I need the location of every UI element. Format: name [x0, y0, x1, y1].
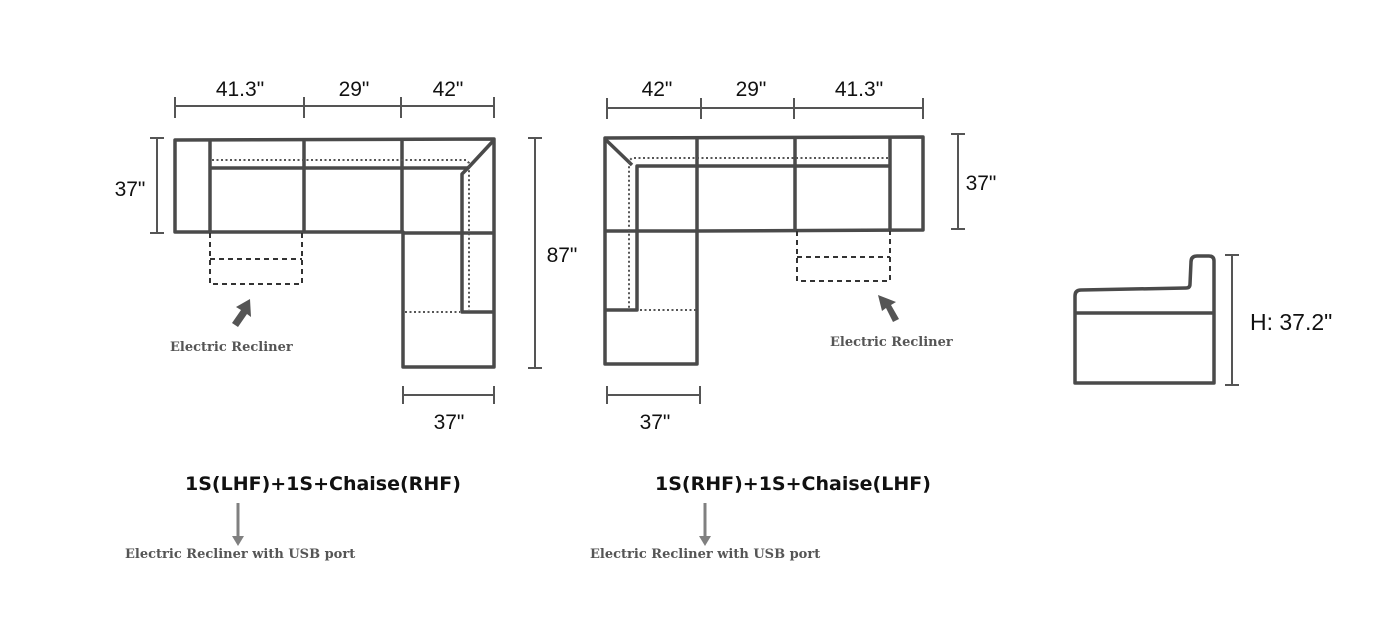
right-sofa-outline: [603, 135, 925, 366]
left-dim-chaise-width: 37": [434, 411, 465, 434]
side-view: H: 37.2": [1073, 254, 1332, 386]
right-recliner-label: Electric Recliner: [830, 335, 953, 350]
left-length-dimension-line: [528, 137, 542, 369]
right-dim-depth: 37": [966, 172, 997, 195]
left-sofa-outline: [173, 137, 496, 369]
right-depth-dimension-line: [951, 133, 965, 230]
right-recliner-extension: [796, 231, 891, 282]
left-dim-chaise: 42": [433, 78, 464, 101]
side-profile-outline: [1073, 254, 1216, 385]
left-chaise-width-line: [402, 386, 495, 404]
right-recliner-arrow-icon: [878, 295, 899, 322]
right-usb-label: Electric Recliner with USB port: [590, 547, 820, 562]
right-dim-chaise-width: 37": [640, 411, 671, 434]
left-depth-dimension-line: [150, 137, 164, 234]
left-dim-length: 87": [547, 244, 578, 267]
left-usb-label: Electric Recliner with USB port: [125, 547, 355, 562]
left-dim-seat2: 29": [339, 78, 370, 101]
left-config-title: 1S(LHF)+1S+Chaise(RHF): [185, 473, 461, 495]
right-dim-seat1: 41.3": [835, 78, 883, 101]
left-recliner-label: Electric Recliner: [170, 340, 293, 355]
left-dim-seat1: 41.3": [216, 78, 264, 101]
right-dim-seat2: 29": [736, 78, 767, 101]
right-dim-chaise: 42": [642, 78, 673, 101]
right-sectional: 42" 29" 41.3" 37" 37": [590, 78, 996, 562]
left-dim-depth: 37": [115, 178, 146, 201]
left-recliner-arrow-icon: [232, 299, 251, 327]
side-height-dimension-line: [1225, 254, 1239, 386]
right-config-title: 1S(RHF)+1S+Chaise(LHF): [655, 473, 931, 495]
side-height-label: H: 37.2": [1250, 309, 1332, 335]
left-usb-arrow-icon: [232, 503, 244, 546]
left-sectional: 41.3" 29" 42" 37" 87" 37": [115, 78, 578, 562]
left-recliner-extension: [209, 233, 303, 285]
right-top-dimension-line: [606, 98, 924, 119]
left-top-dimension-line: [174, 97, 495, 118]
right-chaise-width-line: [606, 386, 701, 404]
right-usb-arrow-icon: [699, 503, 711, 546]
